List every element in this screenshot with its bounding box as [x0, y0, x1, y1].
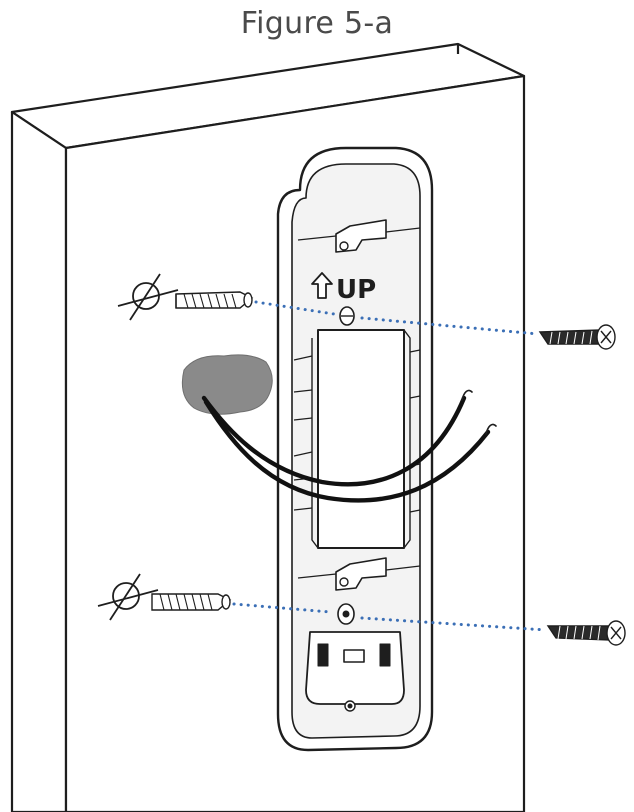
- drill-symbol-bottom: [97, 573, 159, 621]
- wall-side-face: [10, 110, 68, 812]
- bottom-clip-hole: [339, 577, 349, 587]
- top-clip: [335, 219, 387, 253]
- terminal-left: [317, 643, 329, 667]
- wire-cutout-inner: [311, 329, 411, 549]
- wall-anchor-bottom: [151, 593, 232, 611]
- wire-tip-lower: [485, 423, 497, 435]
- up-label: UP: [336, 275, 376, 305]
- wire-lower: [203, 399, 491, 503]
- top-clip-hole: [339, 241, 349, 251]
- screw-top: [538, 324, 616, 350]
- mounting-bracket: [276, 146, 434, 752]
- wire-upper: [201, 395, 467, 487]
- wall-anchor-top: [175, 291, 254, 309]
- terminal-right: [379, 643, 391, 667]
- wire-tip-upper: [461, 389, 473, 401]
- up-arrow-icon: [311, 272, 333, 299]
- terminal-center: [343, 649, 365, 663]
- figure-title: Figure 5-a: [240, 6, 394, 41]
- guide-top-left: [254, 300, 336, 316]
- wire-cutout: [317, 329, 405, 549]
- guide-bottom-right: [360, 616, 548, 632]
- drill-symbol-top: [117, 273, 179, 321]
- guide-top-right: [360, 316, 540, 336]
- wall-hole: [181, 354, 273, 415]
- alignment-guides: [232, 300, 548, 632]
- screw-bottom: [546, 620, 626, 646]
- terminal-block: [305, 631, 405, 705]
- wires: [201, 389, 497, 503]
- top-screw-hole: [339, 306, 355, 326]
- bottom-screw-hole: [337, 603, 355, 625]
